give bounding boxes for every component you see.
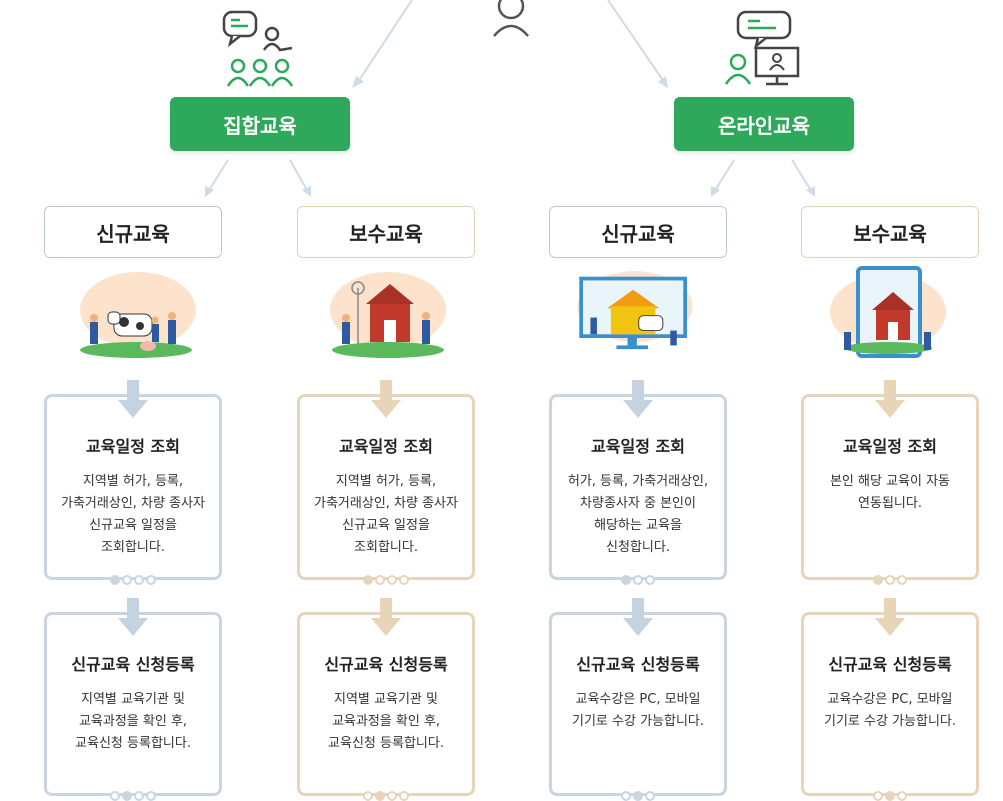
online-education-button[interactable]: 온라인교육 (674, 97, 854, 151)
step-title: 교육일정 조회 (47, 433, 219, 457)
down-arrow-icon (873, 598, 907, 638)
person-icon (490, 0, 532, 40)
step-dots (804, 575, 976, 585)
step-title: 신규교육 신청등록 (47, 651, 219, 675)
step-dots (300, 791, 472, 801)
online-farm-tablet-illustration (822, 262, 952, 362)
step-dots (300, 575, 472, 585)
down-arrow-icon (369, 380, 403, 420)
step-title: 신규교육 신청등록 (552, 651, 724, 675)
farm-cow-illustration (70, 264, 200, 364)
step-dots (47, 791, 219, 801)
category-new-offline[interactable]: 신규교육 (44, 206, 222, 258)
step-title: 신규교육 신청등록 (300, 651, 472, 675)
down-arrow-icon (621, 598, 655, 638)
step-title: 교육일정 조회 (300, 433, 472, 457)
category-refresher-offline[interactable]: 보수교육 (297, 206, 475, 258)
offline-education-button[interactable]: 집합교육 (170, 97, 350, 151)
step-title: 교육일정 조회 (552, 433, 724, 457)
step-dots (804, 791, 976, 801)
step-dots (552, 575, 724, 585)
down-arrow-icon (116, 380, 150, 420)
farm-barn-illustration (322, 264, 452, 364)
down-arrow-icon (369, 598, 403, 638)
step-title: 신규교육 신청등록 (804, 651, 976, 675)
online-farm-monitor-illustration (570, 262, 700, 362)
category-refresher-online[interactable]: 보수교육 (801, 206, 979, 258)
online-lecture-icon (720, 8, 804, 88)
step-dots (47, 575, 219, 585)
classroom-icon (220, 8, 300, 90)
step-dots (552, 791, 724, 801)
category-new-online[interactable]: 신규교육 (549, 206, 727, 258)
down-arrow-icon (873, 380, 907, 420)
down-arrow-icon (116, 598, 150, 638)
down-arrow-icon (621, 380, 655, 420)
step-title: 교육일정 조회 (804, 433, 976, 457)
